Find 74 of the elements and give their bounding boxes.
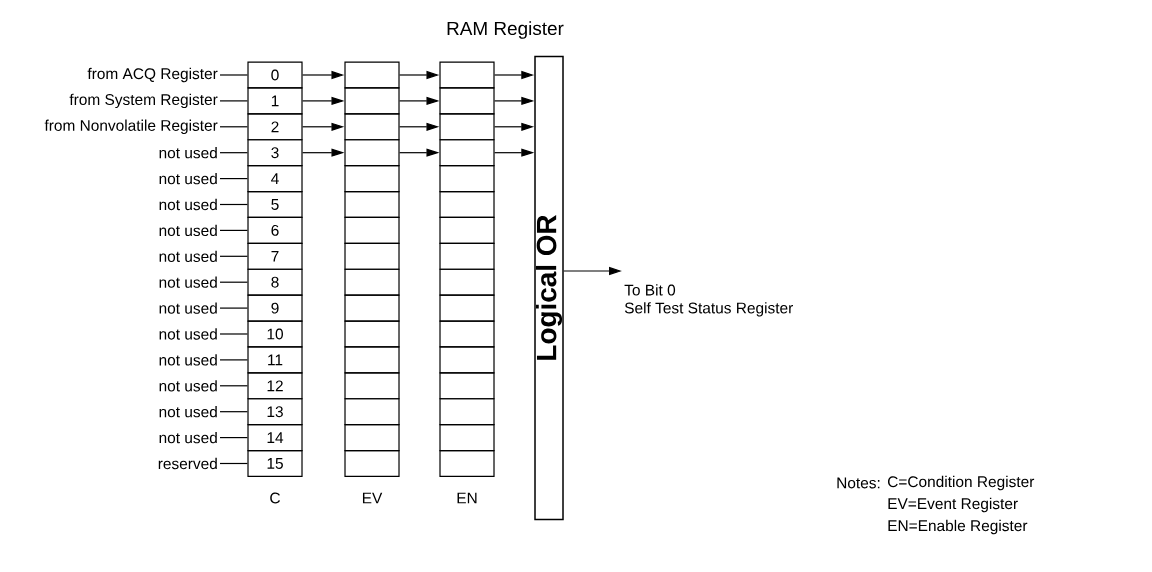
register-cell: [344, 449, 400, 478]
signal-label: not used: [159, 354, 217, 366]
register-cell: 1: [247, 87, 303, 115]
register-cell: [439, 268, 495, 296]
register-cell: 0: [247, 61, 303, 89]
register-cell: [344, 346, 400, 374]
register-cell: 4: [247, 165, 303, 193]
note-text: Notes:: [837, 477, 880, 489]
signal-label: not used: [159, 198, 217, 211]
signal-label: not used: [159, 276, 217, 288]
register-cell: [344, 294, 400, 322]
signal-label: not used: [159, 302, 217, 314]
register-cell: 11: [247, 346, 303, 374]
signal-label: not used: [159, 328, 217, 340]
register-cell: [344, 424, 400, 452]
register-cell: [344, 242, 400, 270]
column-label: C: [270, 492, 280, 504]
register-cell: [344, 216, 400, 244]
register-cell: [344, 190, 400, 219]
signal-label: from ACQ Register: [87, 67, 218, 83]
register-cell: [439, 242, 495, 270]
signal-label: from Nonvolatile Register: [44, 119, 218, 134]
signal-label: not used: [159, 172, 217, 185]
register-cell: [439, 87, 495, 115]
register-cell: 14: [247, 424, 303, 452]
register-cell: 2: [247, 113, 303, 141]
signal-label: not used: [159, 380, 217, 392]
register-cell: [439, 216, 495, 244]
register-cell: 3: [247, 139, 303, 167]
signal-label: not used: [159, 250, 217, 262]
register-cell: 13: [247, 398, 303, 426]
register-cell: [344, 139, 400, 167]
register-cell: [439, 294, 495, 322]
note-text: EN=Enable Register: [888, 519, 1028, 535]
register-cell: [439, 139, 495, 167]
register-cell: [439, 398, 495, 426]
register-cell: 7: [247, 242, 303, 270]
register-cell: 9: [247, 294, 303, 322]
register-cell: [344, 268, 400, 296]
note-text: EV=Event Register: [888, 497, 1018, 513]
title: RAM Register: [447, 21, 564, 39]
register-cell: [344, 87, 400, 115]
register-cell: [439, 190, 495, 219]
register-cell: [344, 398, 400, 426]
register-cell: [439, 346, 495, 374]
register-cell: 10: [247, 320, 303, 348]
register-cell: [344, 61, 400, 89]
note-text: C=Condition Register: [888, 475, 1035, 491]
register-cell: 12: [247, 372, 303, 400]
register-cell: [439, 61, 495, 89]
register-cell: [439, 113, 495, 141]
signal-label: not used: [159, 147, 217, 159]
register-cell: [344, 372, 400, 400]
register-cell: 15: [247, 449, 303, 478]
register-cell: 5: [247, 190, 303, 219]
register-cell: 6: [247, 216, 303, 244]
register-cell: [439, 424, 495, 452]
signal-label: reserved: [158, 457, 217, 470]
register-cell: [439, 372, 495, 400]
signal-label: not used: [159, 431, 217, 444]
register-cell: [439, 449, 495, 478]
register-cell: [344, 165, 400, 193]
signal-label: from System Register: [69, 93, 218, 109]
logic-box: Logical OR: [534, 55, 564, 521]
register-cell: [344, 320, 400, 348]
register-cell: [439, 320, 495, 348]
register-cell: [439, 165, 495, 193]
register-cell: 8: [247, 268, 303, 296]
signal-label: not used: [159, 406, 217, 418]
signal-label: not used: [159, 224, 217, 237]
output-label: To Bit 0 Self Test Status Register: [624, 284, 793, 317]
register-cell: [344, 113, 400, 141]
column-label: EV: [362, 492, 383, 504]
column-label: EN: [457, 492, 477, 504]
